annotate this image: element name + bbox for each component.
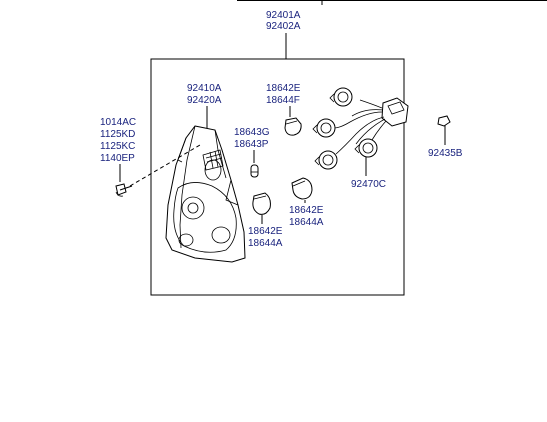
bulb-top	[284, 117, 302, 136]
assembly-box	[150, 58, 405, 296]
bulb-wedge	[250, 164, 259, 178]
callout-bulb-wedge-2: 18643P	[234, 139, 269, 150]
callout-screw-4: 1140EP	[100, 153, 135, 164]
callout-screw-3: 1125KC	[100, 141, 135, 152]
callout-harness: 92470C	[351, 179, 386, 190]
tail-lamp-housing	[165, 125, 246, 263]
screw-part	[115, 183, 133, 197]
callout-bulb-left-2: 18644A	[248, 238, 283, 249]
callout-clip: 92435B	[428, 148, 463, 159]
bulb-left	[252, 192, 271, 215]
callout-bulb-right-2: 18644A	[289, 217, 324, 228]
callout-screw-2: 1125KD	[100, 129, 135, 140]
callout-assembly-2: 92402A	[266, 21, 301, 32]
callout-bulb-top-2: 18644F	[266, 95, 300, 106]
callout-lens-2: 92420A	[187, 95, 222, 106]
callout-bulb-left-1: 18642E	[248, 226, 283, 237]
callout-screw-1: 1014AC	[100, 117, 136, 128]
callout-bulb-right-1: 18642E	[289, 205, 324, 216]
lamp-grid-pattern	[202, 149, 224, 171]
callout-bulb-wedge-1: 18643G	[234, 127, 270, 138]
callout-bulb-top-1: 18642E	[266, 83, 301, 94]
socket-harness	[312, 87, 409, 170]
clip-part	[437, 115, 451, 132]
callout-lens-1: 92410A	[187, 83, 222, 94]
bulb-right	[291, 177, 313, 200]
callout-assembly-1: 92401A	[266, 10, 301, 21]
